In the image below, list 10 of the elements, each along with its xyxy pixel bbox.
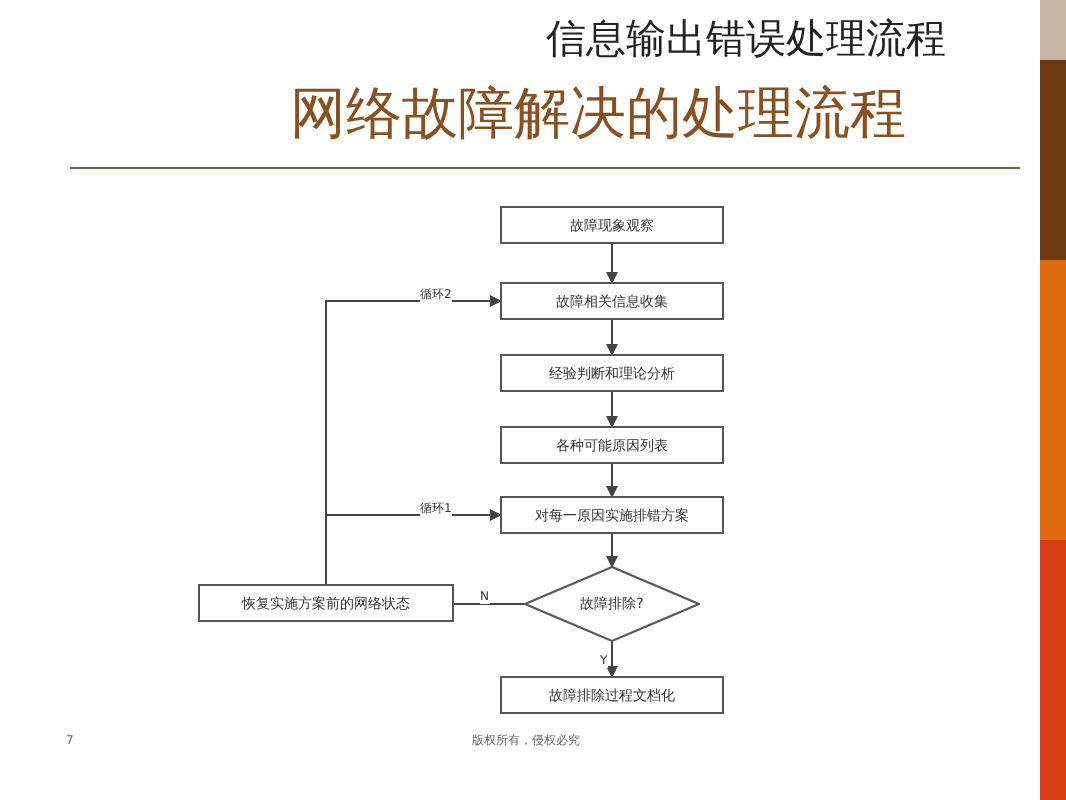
arrow xyxy=(325,295,502,585)
arrow xyxy=(606,463,618,498)
arrow xyxy=(606,391,618,428)
arrow xyxy=(606,243,618,284)
arrow xyxy=(606,533,618,568)
heading: 信息输出错误处理流程 xyxy=(546,12,946,64)
slide-title: 网络故障解决的处理流程 xyxy=(290,80,906,148)
arrow xyxy=(606,319,618,356)
arrow xyxy=(606,641,618,678)
connector-line xyxy=(453,603,525,605)
